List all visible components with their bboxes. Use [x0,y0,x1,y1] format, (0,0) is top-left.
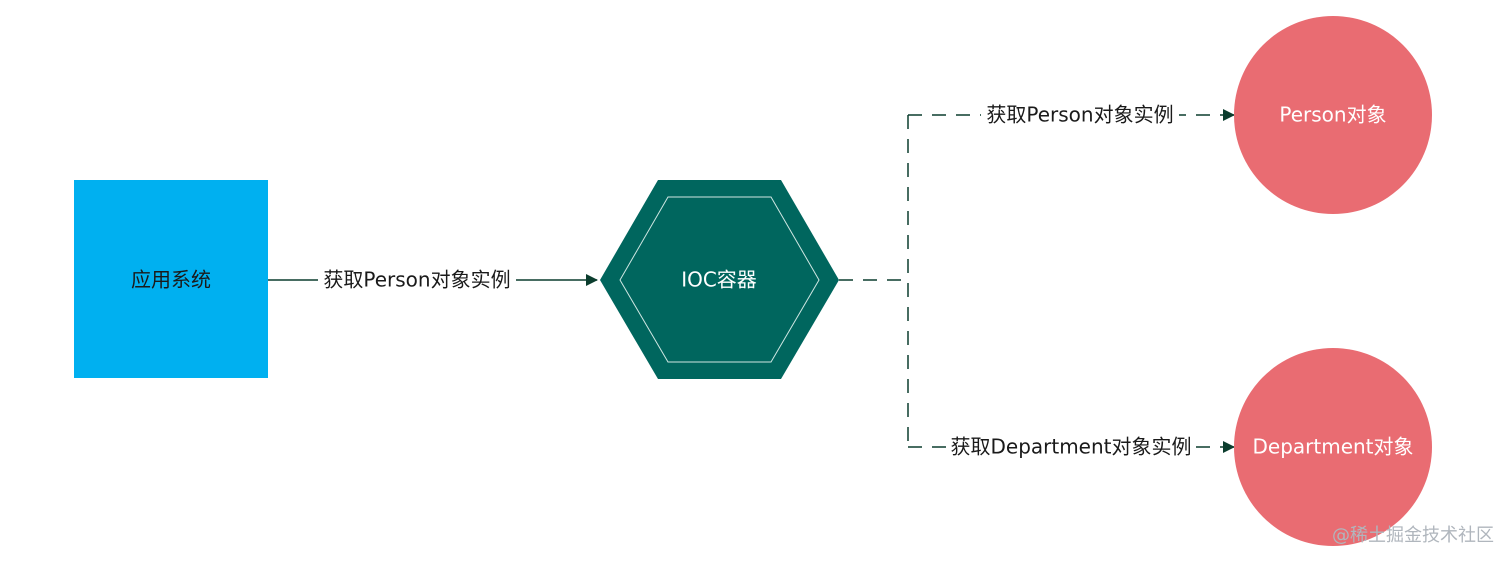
edge-app-to-ioc-label: 获取Person对象实例 [323,268,510,292]
edge-app-to-ioc-label-bg [318,266,516,296]
ioc-container-hexagon [600,180,839,379]
app-system-label: 应用系统 [131,268,211,292]
edge-ioc-to-person-label: 获取Person对象实例 [986,103,1173,127]
ioc-container-inner-outline [619,196,820,363]
person-object-label: Person对象 [1279,103,1386,127]
ioc-container-node: IOC容器 [600,180,839,379]
watermark: @稀土掘金技术社区 [1332,525,1494,546]
edge-ioc-to-person-label-bg [981,101,1179,131]
edge-app-to-ioc: 获取Person对象实例 [268,266,598,296]
edge-ioc-to-department-label: 获取Department对象实例 [950,435,1191,459]
edge-ioc-to-department: 获取Department对象实例 [908,433,1235,463]
department-object-node: Department对象 [1234,348,1432,546]
person-object-circle [1234,16,1432,214]
edge-ioc-to-department-label-bg [946,433,1196,463]
ioc-container-label: IOC容器 [681,268,757,292]
app-system-node: 应用系统 [74,180,268,378]
app-system-box [74,180,268,378]
person-object-node: Person对象 [1234,16,1432,214]
edge-ioc-to-person: 获取Person对象实例 [908,101,1235,131]
department-object-circle [1234,348,1432,546]
edge-ioc-trunk [839,115,909,447]
department-object-label: Department对象 [1252,435,1413,459]
